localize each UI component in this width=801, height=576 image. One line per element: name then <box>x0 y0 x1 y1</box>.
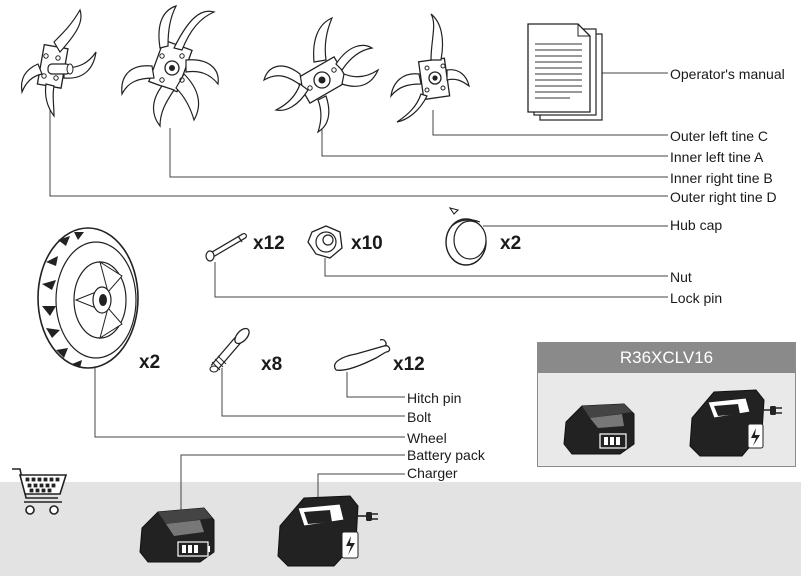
model-charger-icon <box>689 389 782 457</box>
label-wheel: Wheel <box>407 430 447 446</box>
quantity-hitch-pin: x12 <box>393 354 425 375</box>
inner-right-tine-b-icon <box>121 4 219 128</box>
label-inner-left-tine-a: Inner left tine A <box>670 149 764 165</box>
lock-pin-icon <box>205 233 247 262</box>
label-lock-pin: Lock pin <box>670 290 723 306</box>
quantity-hub-cap: x2 <box>500 233 522 254</box>
label-battery-pack: Battery pack <box>407 447 485 463</box>
label-nut: Nut <box>670 269 692 285</box>
model-battery-pack-icon <box>563 403 635 455</box>
label-charger: Charger <box>407 465 458 481</box>
hitch-pin-icon <box>333 339 391 371</box>
bolt-icon <box>209 327 250 373</box>
operators-manual-icon <box>527 23 603 121</box>
quantity-nut: x10 <box>351 233 383 254</box>
label-bolt: Bolt <box>407 409 432 425</box>
battery-pack-icon <box>139 507 215 563</box>
hub-cap-icon <box>445 207 487 266</box>
label-hitch-pin: Hitch pin <box>407 390 462 406</box>
label-inner-right-tine-b: Inner right tine B <box>670 170 773 186</box>
leader-lines <box>49 72 668 516</box>
label-operators-manual: Operator's manual <box>670 66 785 82</box>
nut-icon <box>307 225 343 259</box>
quantity-wheel: x2 <box>139 352 161 373</box>
outer-right-tine-d-icon <box>20 8 97 118</box>
charger-icon <box>277 495 378 567</box>
inner-left-tine-a-icon <box>263 16 380 134</box>
label-outer-right-tine-d: Outer right tine D <box>670 189 777 205</box>
quantity-lock-pin: x12 <box>253 233 285 254</box>
wheel-icon <box>37 227 139 369</box>
quantity-bolt: x8 <box>261 354 283 375</box>
model-number: R36XCLV16 <box>538 343 795 373</box>
label-outer-left-tine-c: Outer left tine C <box>670 128 769 144</box>
outer-left-tine-c-icon <box>390 13 470 123</box>
label-hub-cap: Hub cap <box>670 217 723 233</box>
optional-accessories-band <box>0 482 801 576</box>
shopping-cart-icon <box>12 468 68 515</box>
